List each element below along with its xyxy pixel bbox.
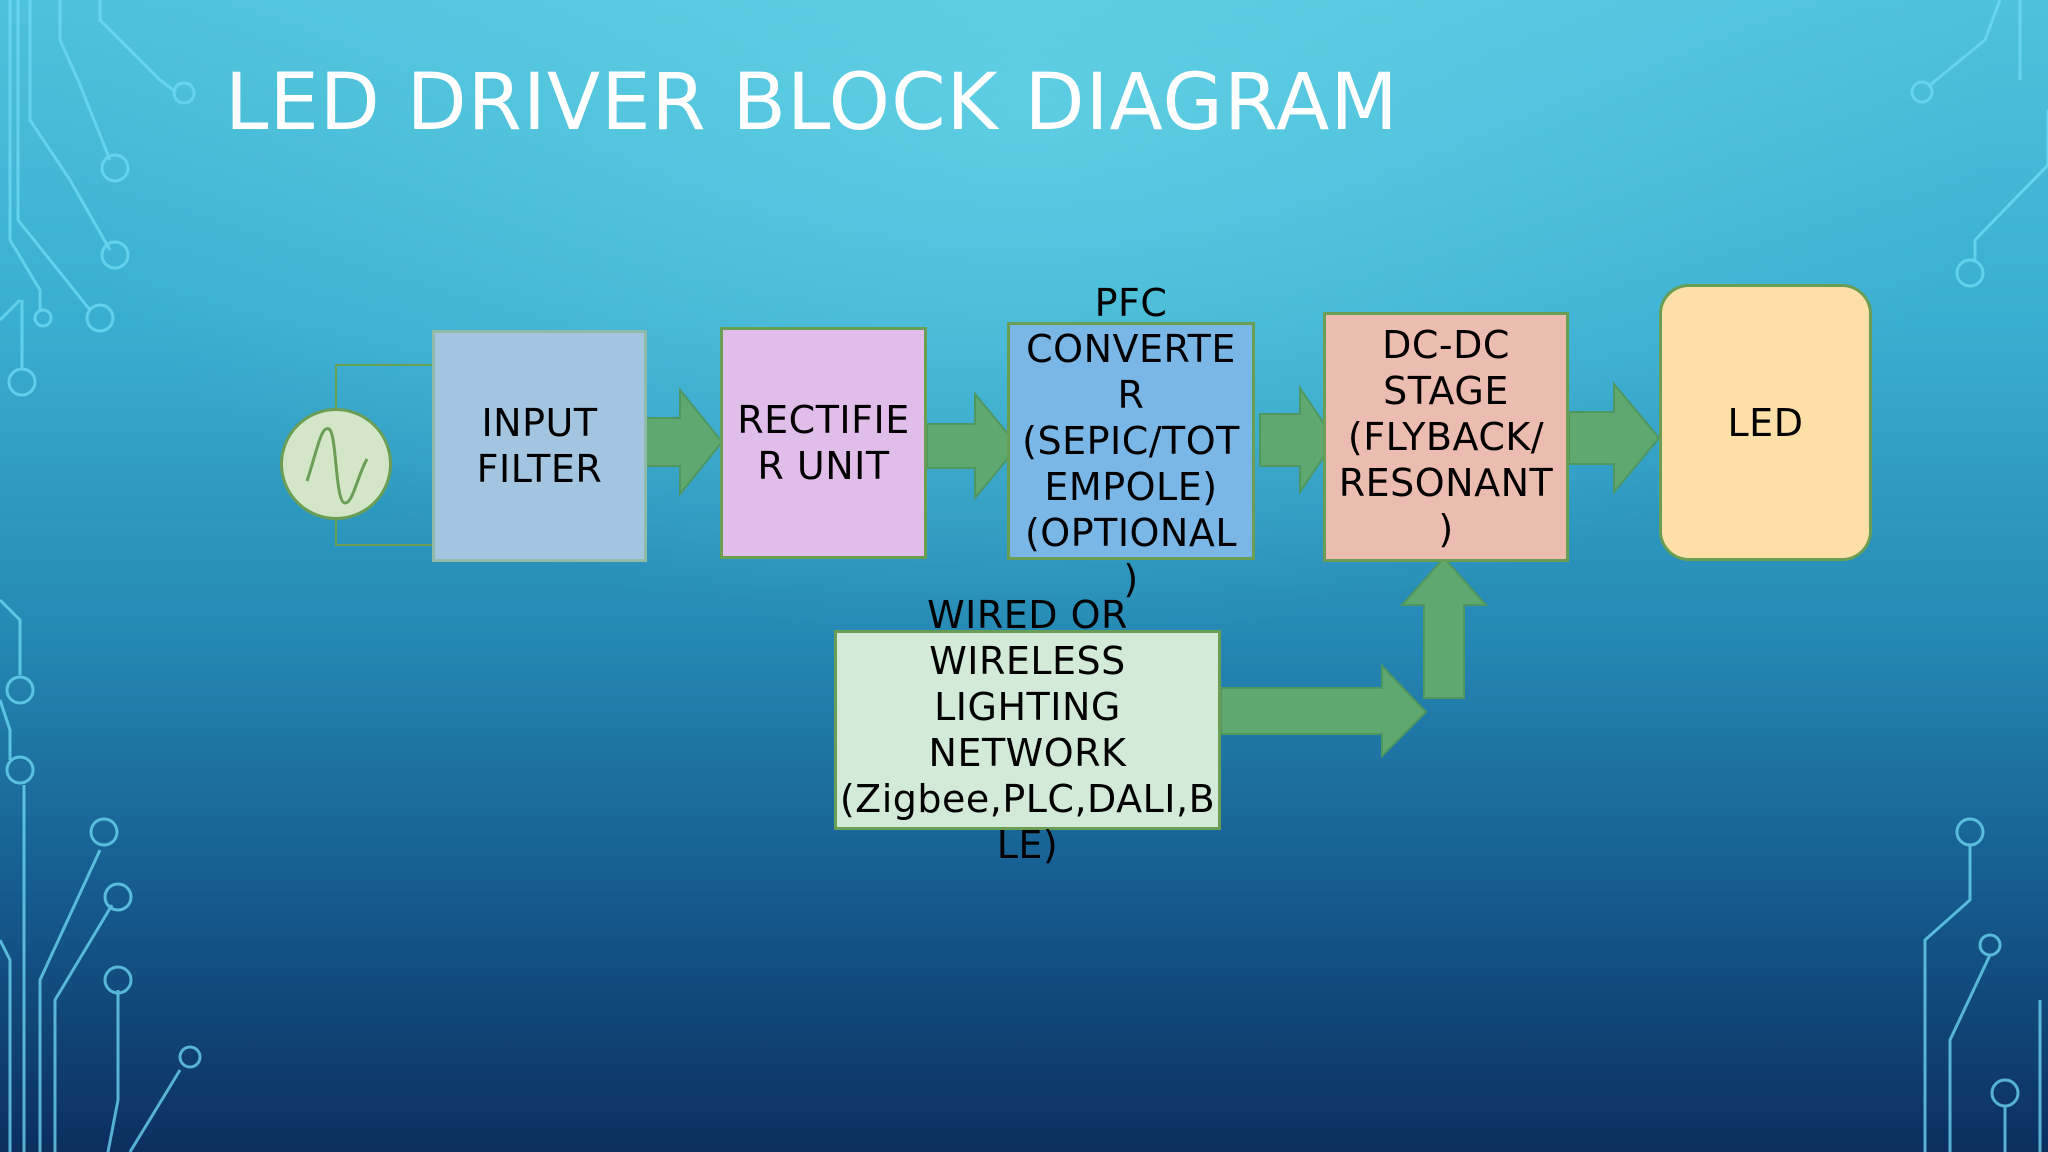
dcdc-stage-label: DC-DC STAGE (FLYBACK/ RESONANT ) bbox=[1338, 323, 1554, 551]
input-filter-block: INPUT FILTER bbox=[432, 330, 647, 562]
pfc-converter-label: PFC CONVERTE R (SEPIC/TOT EMPOLE) (OPTIO… bbox=[1022, 281, 1240, 601]
led-block: LED bbox=[1659, 284, 1872, 561]
input-filter-label: INPUT FILTER bbox=[476, 401, 603, 491]
rectifier-label: RECTIFIE R UNIT bbox=[737, 398, 910, 488]
slide-title: LED DRIVER BLOCK DIAGRAM bbox=[225, 58, 1399, 148]
led-label: LED bbox=[1727, 400, 1804, 445]
ac-source bbox=[280, 408, 392, 520]
dcdc-stage-block: DC-DC STAGE (FLYBACK/ RESONANT ) bbox=[1323, 312, 1569, 562]
sine-wave-icon bbox=[305, 427, 369, 505]
rectifier-block: RECTIFIE R UNIT bbox=[720, 327, 927, 559]
lighting-network-block: WIRED OR WIRELESS LIGHTING NETWORK (Zigb… bbox=[834, 593, 1221, 867]
pfc-converter-block: PFC CONVERTE R (SEPIC/TOT EMPOLE) (OPTIO… bbox=[1007, 281, 1255, 601]
lighting-network-label: WIRED OR WIRELESS LIGHTING NETWORK (Zigb… bbox=[839, 593, 1216, 867]
